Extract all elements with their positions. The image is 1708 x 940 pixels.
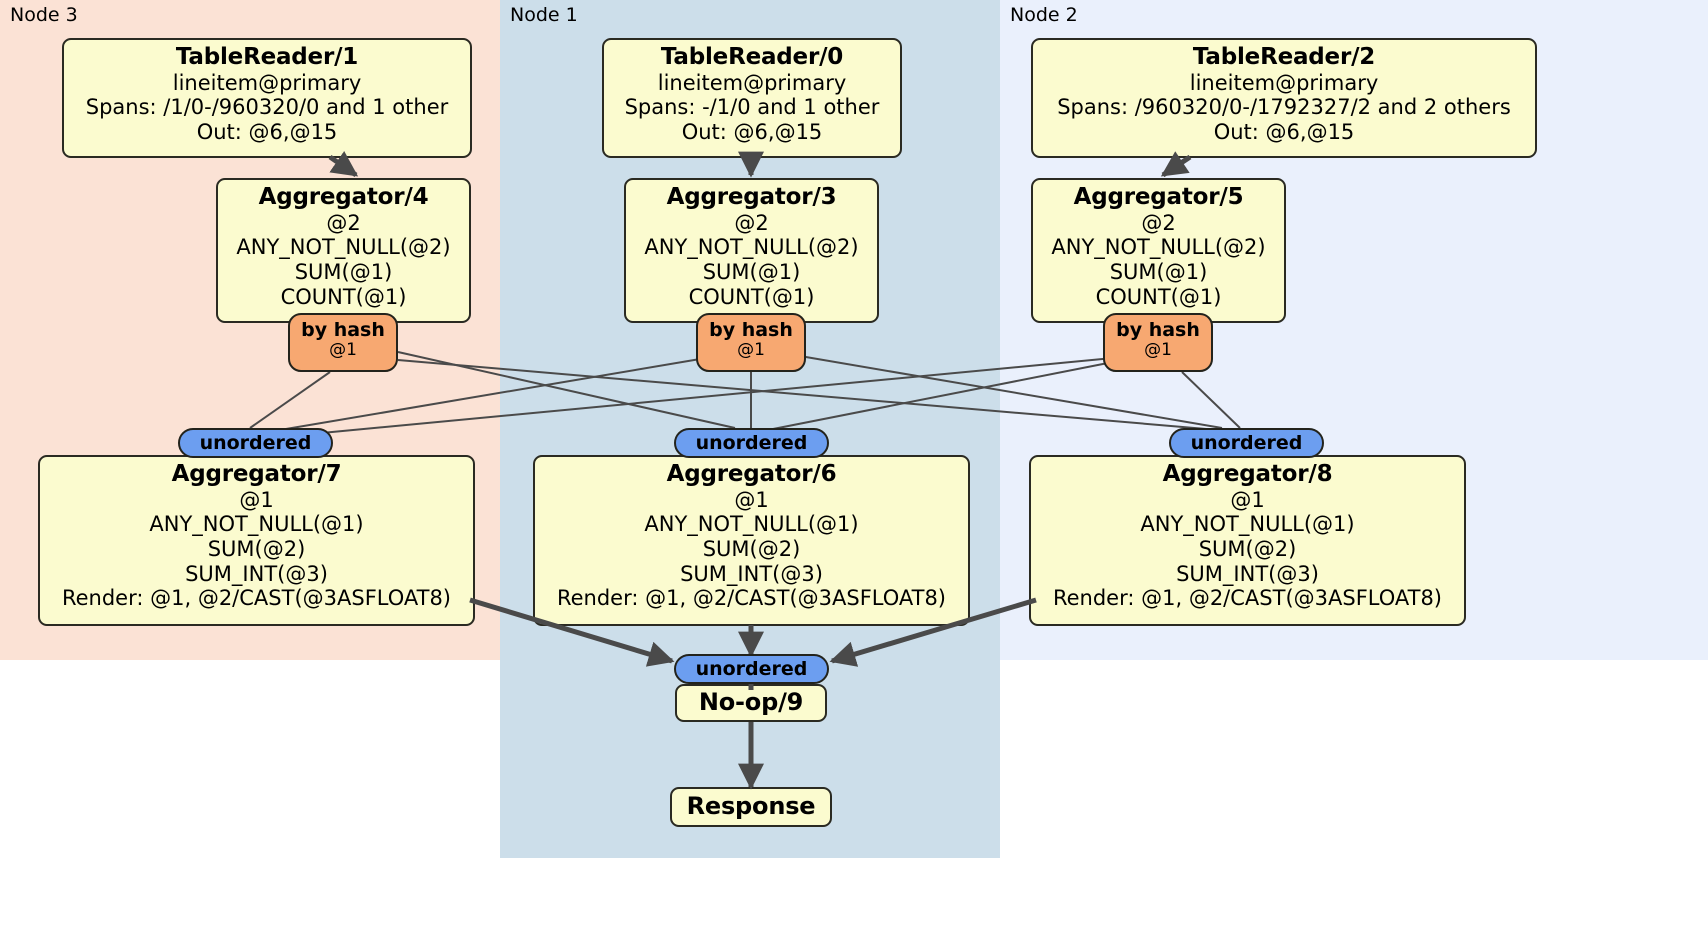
processor-detail-spans: Spans: /960320/0-/1792327/2 and 2 others <box>1057 95 1511 120</box>
input-sync-pill-unordered-mid[interactable]: unordered <box>674 428 829 458</box>
processor-box-aggregator-3[interactable]: Aggregator/3 @2 ANY_NOT_NULL(@2) SUM(@1)… <box>624 178 879 323</box>
processor-detail-table: lineitem@primary <box>172 70 362 95</box>
processor-detail-groupcols: @2 <box>734 210 769 235</box>
processor-detail-table: lineitem@primary <box>657 70 847 95</box>
sync-label: unordered <box>1190 431 1303 454</box>
edge-hash-right-to-unordered-left <box>289 357 1114 437</box>
sync-label: unordered <box>695 431 808 454</box>
processor-detail-groupcols: @1 <box>734 487 769 512</box>
processor-detail-agg3: SUM_INT(@3) <box>680 561 823 586</box>
sync-label: unordered <box>695 657 808 680</box>
processor-title: TableReader/0 <box>660 44 844 70</box>
processor-box-aggregator-4[interactable]: Aggregator/4 @2 ANY_NOT_NULL(@2) SUM(@1)… <box>216 178 471 323</box>
processor-box-tablereader-1[interactable]: TableReader/1 lineitem@primary Spans: /1… <box>62 38 472 158</box>
processor-box-aggregator-7[interactable]: Aggregator/7 @1 ANY_NOT_NULL(@1) SUM(@2)… <box>38 455 475 626</box>
node-panel-label-node3: Node 3 <box>10 4 78 26</box>
processor-title: Aggregator/4 <box>258 184 429 210</box>
router-column-label: @1 <box>329 339 357 360</box>
input-sync-pill-unordered-left[interactable]: unordered <box>178 428 333 458</box>
edge-tablereader2-to-aggregator5 <box>1160 151 1192 178</box>
processor-detail-agg1: ANY_NOT_NULL(@1) <box>1140 512 1355 537</box>
processor-detail-agg1: ANY_NOT_NULL(@1) <box>149 512 364 537</box>
processor-detail-render: Render: @1, @2/CAST(@3ASFLOAT8) <box>61 586 452 611</box>
processor-detail-render: Render: @1, @2/CAST(@3ASFLOAT8) <box>556 586 947 611</box>
processor-detail-groupcols: @1 <box>1230 487 1265 512</box>
processor-box-tablereader-2[interactable]: TableReader/2 lineitem@primary Spans: /9… <box>1031 38 1537 158</box>
router-kind-label: by hash <box>709 319 793 341</box>
processor-detail-groupcols: @2 <box>326 210 361 235</box>
output-router-pill-hash-left[interactable]: by hash @1 <box>288 313 398 372</box>
edge-hash-mid-to-unordered-right <box>799 355 1223 429</box>
processor-detail-agg1: ANY_NOT_NULL(@2) <box>236 235 451 260</box>
processor-box-aggregator-5[interactable]: Aggregator/5 @2 ANY_NOT_NULL(@2) SUM(@1)… <box>1031 178 1286 323</box>
router-kind-label: by hash <box>301 319 385 341</box>
edge-hash-right-to-unordered-right <box>1181 371 1241 429</box>
processor-box-aggregator-6[interactable]: Aggregator/6 @1 ANY_NOT_NULL(@1) SUM(@2)… <box>533 455 970 626</box>
output-router-pill-hash-mid[interactable]: by hash @1 <box>696 313 806 372</box>
node-panel-label-node1: Node 1 <box>510 4 578 26</box>
processor-box-noop-9[interactable]: No-op/9 <box>675 684 827 722</box>
edge-tablereader1-to-aggregator4 <box>328 150 359 178</box>
processor-detail-agg1: ANY_NOT_NULL(@2) <box>644 235 859 260</box>
processor-title: TableReader/1 <box>175 44 359 70</box>
processor-title: Aggregator/7 <box>171 461 342 487</box>
processor-detail-agg2: SUM(@1) <box>294 260 393 285</box>
processor-detail-render: Render: @1, @2/CAST(@3ASFLOAT8) <box>1052 586 1443 611</box>
processor-detail-out: Out: @6,@15 <box>196 120 338 145</box>
processor-box-response[interactable]: Response <box>670 787 832 827</box>
processor-detail-table: lineitem@primary <box>1189 70 1379 95</box>
edge-aggregator8-to-unordered-final <box>829 597 1037 667</box>
processor-title: Response <box>686 792 816 820</box>
processor-detail-agg3: COUNT(@1) <box>280 284 407 309</box>
processor-title: TableReader/2 <box>1192 44 1376 70</box>
processor-detail-agg2: SUM(@2) <box>1198 537 1297 562</box>
router-column-label: @1 <box>737 339 765 360</box>
processor-detail-agg3: SUM_INT(@3) <box>185 561 328 586</box>
processor-title: Aggregator/3 <box>666 184 837 210</box>
node-panel-label-node2: Node 2 <box>1010 4 1078 26</box>
processor-detail-out: Out: @6,@15 <box>681 120 823 145</box>
sync-label: unordered <box>199 431 312 454</box>
processor-detail-out: Out: @6,@15 <box>1213 120 1355 145</box>
edge-hash-left-to-unordered-right <box>397 359 1219 431</box>
output-router-pill-hash-right[interactable]: by hash @1 <box>1103 313 1213 372</box>
input-sync-pill-unordered-final[interactable]: unordered <box>674 654 829 684</box>
processor-detail-agg3: COUNT(@1) <box>688 284 815 309</box>
processor-box-aggregator-8[interactable]: Aggregator/8 @1 ANY_NOT_NULL(@1) SUM(@2)… <box>1029 455 1466 626</box>
edge-aggregator7-to-unordered-final <box>469 597 675 667</box>
processor-detail-agg3: SUM_INT(@3) <box>1176 561 1319 586</box>
processor-title: Aggregator/6 <box>666 461 837 487</box>
processor-detail-agg3: COUNT(@1) <box>1095 284 1222 309</box>
edge-hash-right-to-unordered-mid <box>767 361 1114 431</box>
processor-detail-agg1: ANY_NOT_NULL(@1) <box>644 512 859 537</box>
router-kind-label: by hash <box>1116 319 1200 341</box>
processor-title: Aggregator/8 <box>1162 461 1333 487</box>
processor-box-tablereader-0[interactable]: TableReader/0 lineitem@primary Spans: -/… <box>602 38 902 158</box>
edge-hash-left-to-unordered-left <box>249 371 331 429</box>
processor-detail-agg2: SUM(@1) <box>702 260 801 285</box>
processor-detail-agg2: SUM(@2) <box>702 537 801 562</box>
processor-detail-spans: Spans: /1/0-/960320/0 and 1 other <box>85 95 449 120</box>
processor-detail-groupcols: @1 <box>239 487 274 512</box>
processor-detail-agg2: SUM(@2) <box>207 537 306 562</box>
processor-detail-agg1: ANY_NOT_NULL(@2) <box>1051 235 1266 260</box>
router-column-label: @1 <box>1144 339 1172 360</box>
input-sync-pill-unordered-right[interactable]: unordered <box>1169 428 1324 458</box>
edge-hash-mid-to-unordered-left <box>279 357 707 431</box>
processor-title: Aggregator/5 <box>1073 184 1244 210</box>
processor-detail-agg2: SUM(@1) <box>1109 260 1208 285</box>
processor-detail-groupcols: @2 <box>1141 210 1176 235</box>
processor-title: No-op/9 <box>698 688 804 716</box>
processor-detail-spans: Spans: -/1/0 and 1 other <box>624 95 880 120</box>
